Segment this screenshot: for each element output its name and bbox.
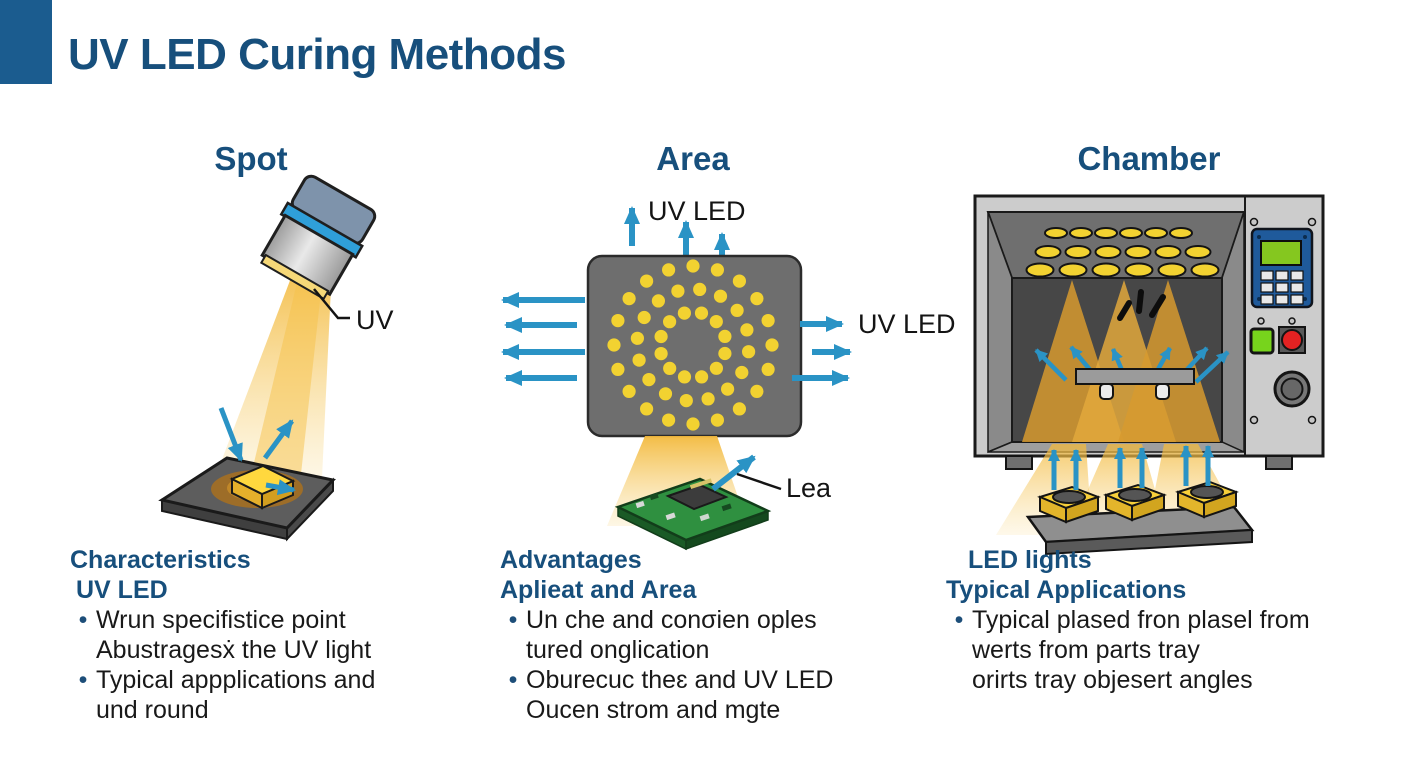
arrow-incident [218,407,244,462]
lea-label: Lea [786,473,832,503]
lea-label-leader [736,472,782,491]
cured-part-3 [1175,480,1239,519]
uv-led-top-label: UV LED [648,196,746,226]
bullet-line: tured onglication [526,636,710,664]
bullet-dot: • [78,606,88,634]
cured-part-1 [1037,485,1101,524]
chamber-cone-3 [1118,280,1220,442]
pcb-chip [665,483,729,511]
lcd-screen [1260,240,1302,266]
pcb-icon [614,477,772,551]
uv-label: UV [356,305,394,335]
area-illustration: UV LED UV LED [501,196,956,551]
area-text-block: Advantages Aplieat and Area • Un che and… [500,545,920,725]
area-subheading-1: Advantages [500,546,642,574]
control-panel [1249,217,1317,425]
spot-bullet-1: • Wrun specifistice point Abustragesẋ th… [70,605,490,665]
bullet-line: werts from parts tray [972,636,1200,664]
arrow-reflect-up [262,419,295,460]
red-button[interactable] [1281,329,1303,351]
chamber-led-array [1025,227,1220,278]
area-bullet-2: • Oburecuc theɛ and UV LED Oucen strom a… [500,665,920,725]
area-bullet-1: • Un che and conσien oples tured onglica… [500,605,920,665]
shelf-clip-2 [1155,383,1170,400]
area-subheading-2: Aplieat and Area [500,576,697,604]
spot-subheading-1: Characteristics [70,546,251,574]
shelf-clip-1 [1099,383,1114,400]
chamber-subheading-2: Typical Applications [946,576,1187,604]
spot-lamp-icon [259,174,377,301]
spot-illustration: UV [158,174,394,542]
bullet-line: Typical appplications and [96,666,376,694]
chamber-bullet-1: • Typical plased fron plasel from werts … [946,605,1386,695]
chamber-text-block: LED lights Typical Applications • Typica… [946,545,1386,695]
bullet-line: Abustragesẋ the UV light [96,636,372,664]
uv-led-right-label: UV LED [858,309,956,339]
parts-tray-front [1045,528,1253,556]
spark-marks [1117,289,1166,321]
spot-text-block: Characteristics UV LED • Wrun specifisti… [70,545,490,725]
bullet-line: Typical plased fron plasel from [972,606,1310,634]
green-button[interactable] [1249,327,1275,355]
chamber-foot-right [1265,455,1293,470]
keypad-keys[interactable] [1260,270,1304,305]
bullet-dot: • [508,666,518,694]
uv-label-leader [313,288,350,320]
chamber-shelf [1075,368,1195,385]
bullet-dot: • [508,606,518,634]
accent-bar [0,0,52,84]
spot-subheading-2: UV LED [76,576,168,604]
chamber-foot-left [1005,455,1033,470]
bullet-line: und round [96,696,209,724]
chamber-subheading-1: LED lights [968,546,1092,574]
arrow-pcb-up [711,454,756,492]
led-array-dots [607,259,779,431]
bullet-line: Oucen strom and mgte [526,696,781,724]
cured-part-2 [1103,483,1167,522]
reflection-arrows [1034,345,1230,384]
page-title: UV LED Curing Methods [68,30,566,79]
arrow-reflect-right [265,479,296,496]
column-heading-area: Area [656,140,730,177]
bullet-line: orirts tray objesert angles [972,666,1253,694]
uv-beam-core [252,266,322,474]
column-heading-chamber: Chamber [1077,140,1221,177]
part-up-arrows [1048,445,1214,490]
bullet-dot: • [78,666,88,694]
spot-bullet-2: • Typical appplications and und round [70,665,490,725]
bullet-line: Un che and conσien oples [526,606,817,634]
column-heading-spot: Spot [214,140,288,177]
bullet-line: Oburecuc theɛ and UV LED [526,666,834,694]
bullet-dot: • [954,606,964,634]
bullet-line: Wrun specifistice point [96,606,346,634]
chamber-illustration [973,194,1325,556]
